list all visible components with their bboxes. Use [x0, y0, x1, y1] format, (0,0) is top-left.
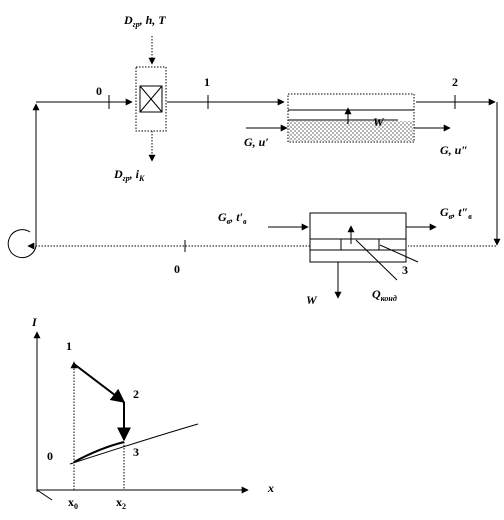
- material-out-label: G, u″: [440, 143, 468, 157]
- process-0-3: [73, 441, 125, 463]
- fan-icon: [7, 229, 37, 259]
- svg-text:Dгр, iK: Dгр, iK: [113, 167, 145, 183]
- node3-label: 3: [402, 263, 408, 277]
- svg-text:x0: x0: [68, 495, 78, 511]
- cooler-w-label: W: [306, 293, 318, 307]
- svg-text:Dгр, h, T: Dгр, h, T: [123, 13, 166, 29]
- pt2-label: 2: [133, 387, 139, 401]
- process-1-2: [73, 363, 126, 403]
- svg-text:Qконд: Qконд: [372, 287, 397, 303]
- node1-label: 1: [204, 75, 210, 89]
- axis-x-label: x: [267, 481, 274, 495]
- heater-box: [135, 66, 167, 132]
- material-in-label: G, u′: [244, 135, 269, 149]
- dryer-w-label: W: [373, 115, 385, 129]
- svg-text:Gв, t′в: Gв, t′в: [218, 210, 247, 226]
- q-leader: [355, 239, 398, 281]
- svg-text:x2: x2: [116, 495, 126, 511]
- heater-element: [139, 85, 163, 113]
- node2-label: 2: [452, 75, 458, 89]
- pt1-label: 1: [66, 339, 72, 353]
- pt0-label: 0: [47, 449, 53, 463]
- material-layer: [289, 121, 413, 141]
- saturation-curve: [69, 423, 199, 465]
- condenser-box: [309, 212, 407, 263]
- node0-bottom-label: 0: [174, 262, 180, 276]
- node0-top-label: 0: [96, 84, 102, 98]
- dryer-box: [287, 93, 415, 143]
- axis-i-label: I: [31, 315, 38, 329]
- node3-leader: [379, 244, 419, 263]
- svg-text:Gв, t″в: Gв, t″в: [440, 205, 472, 221]
- pt3-label: 3: [133, 445, 139, 459]
